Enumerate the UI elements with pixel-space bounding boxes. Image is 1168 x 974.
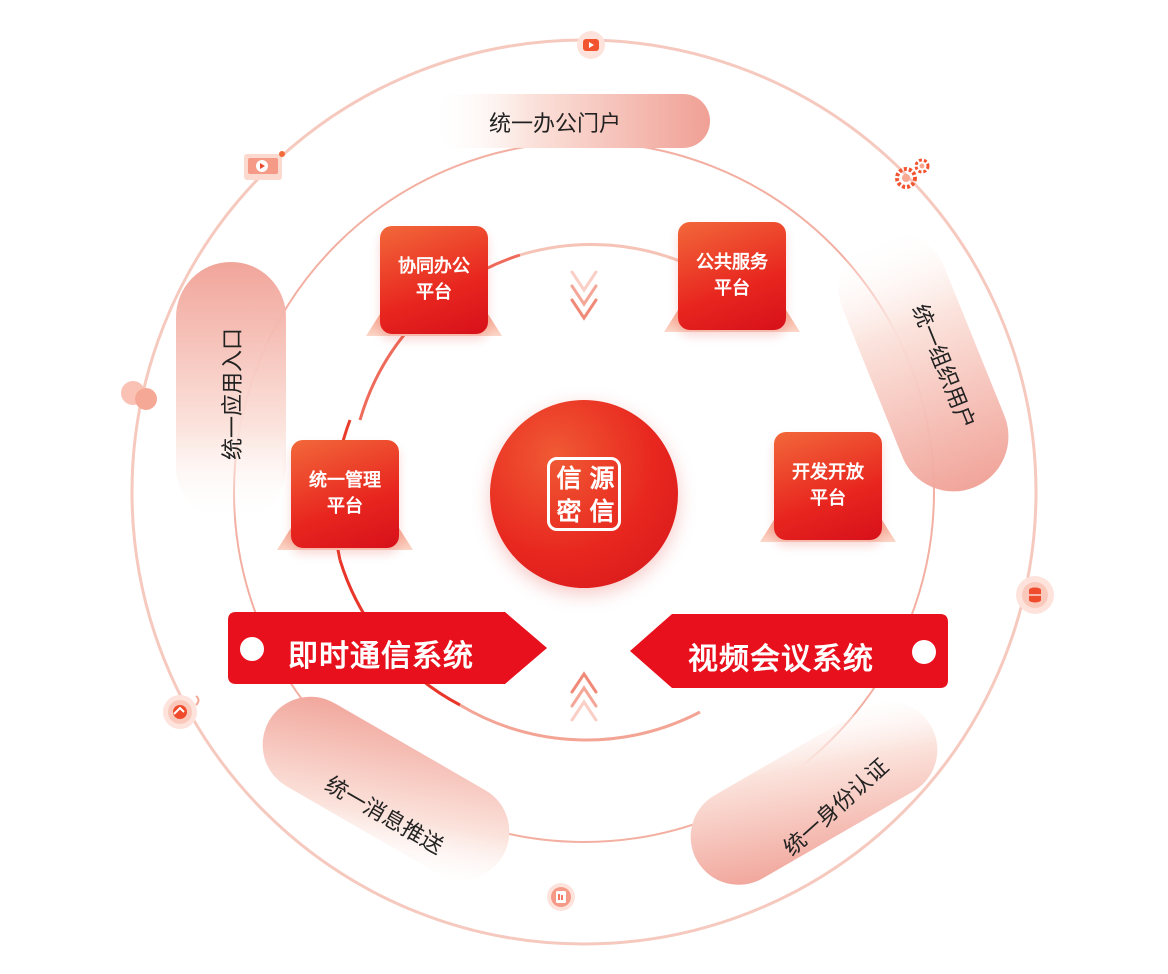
platform-open-development: 开发开放平台: [760, 432, 896, 542]
user-dots-icon: [121, 381, 157, 410]
platform-label-line2: 平台: [810, 488, 846, 509]
database-icon: [1016, 576, 1054, 614]
platform-label-line1: 统一管理: [309, 470, 381, 491]
platform-label-line2: 平台: [327, 496, 363, 517]
platform-collaborative-office: 协同办公平台: [366, 226, 502, 336]
center-hub: [490, 400, 678, 588]
platform-label-line1: 开发开放: [792, 462, 864, 483]
banner-dot: [912, 640, 936, 664]
document-icon: [547, 883, 575, 911]
ring-label-portal: 统一办公门户: [488, 112, 621, 137]
ring-label-app-entry: 统一应用入口: [221, 328, 246, 461]
logo-char: 源: [589, 464, 615, 493]
platform-public-service: 公共服务平台: [664, 222, 800, 332]
platform-label-line1: 协同办公: [398, 256, 470, 277]
banner-dot: [240, 637, 264, 661]
logo-char: 信: [556, 464, 582, 493]
xinyuan-logo: 信 源 密 信: [547, 457, 621, 531]
gears-icon: [895, 158, 930, 189]
logo-char: 信: [589, 497, 615, 526]
video-play-icon: [577, 31, 605, 59]
broadcast-icon: [163, 695, 200, 729]
platform-unified-management: 统一管理平台: [277, 440, 413, 550]
banner-video-conference: 视频会议系统: [630, 614, 948, 688]
banner-label: 视频会议系统: [688, 642, 874, 677]
platform-label-line1: 公共服务: [696, 252, 768, 273]
banner-instant-messaging: 即时通信系统: [228, 612, 548, 686]
logo-char: 密: [556, 497, 582, 526]
platform-label-line2: 平台: [714, 278, 750, 299]
platform-label-line2: 平台: [416, 282, 452, 303]
banner-label: 即时通信系统: [288, 639, 474, 674]
monitor-play-icon: [244, 151, 285, 180]
